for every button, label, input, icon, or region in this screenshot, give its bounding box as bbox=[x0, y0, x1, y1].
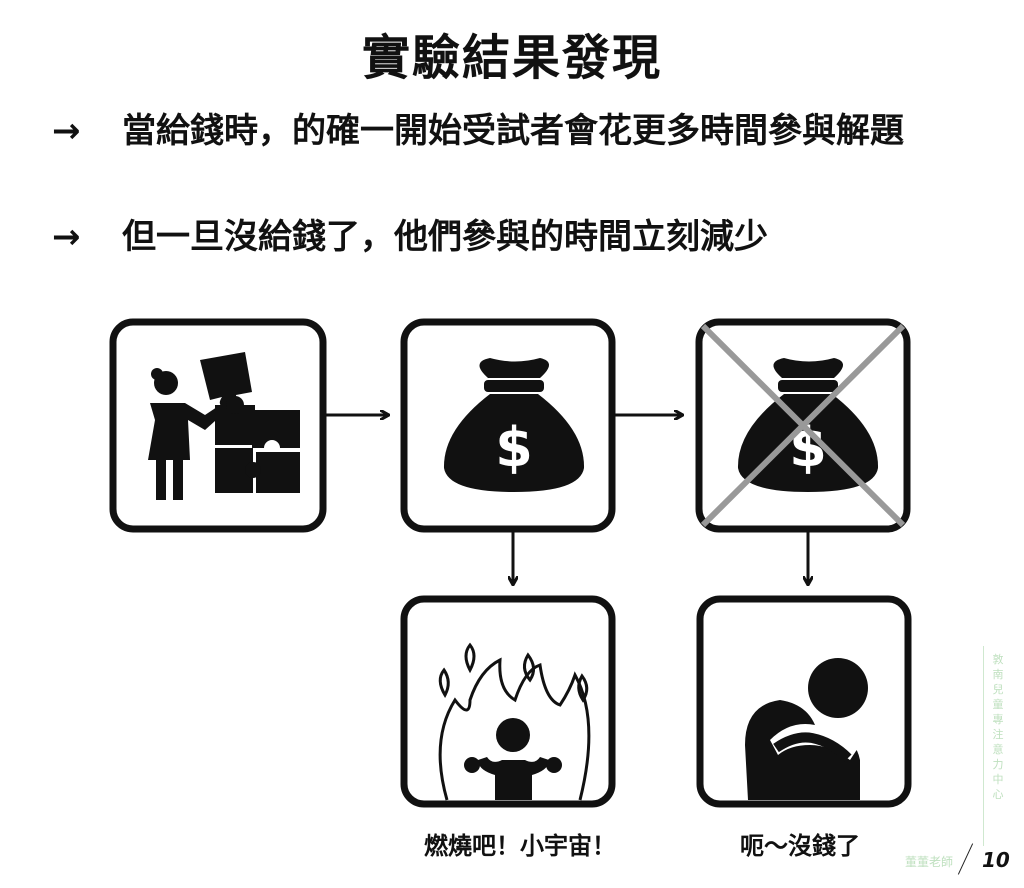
watermark-divider bbox=[983, 646, 984, 846]
slide-title: 實驗結果發現 bbox=[361, 30, 662, 86]
arrow-icon: → bbox=[52, 111, 81, 151]
box-person-on-fire bbox=[400, 595, 616, 808]
bullet-text-1: 當給錢時，的確一開始受試者會花更多時間參與解題 bbox=[122, 111, 904, 151]
arrow-icon: → bbox=[52, 217, 81, 257]
page-number: 10 bbox=[982, 848, 1010, 872]
bullet-text-2: 但一旦沒給錢了，他們參與的時間立刻減少 bbox=[122, 217, 768, 257]
person-on-fire-icon bbox=[438, 642, 591, 801]
money-bag-icon: $ bbox=[443, 358, 585, 492]
person-puzzle-icon bbox=[148, 352, 300, 500]
watermark-vertical: 敦南兒童專注意力中心 bbox=[992, 653, 1004, 801]
box-money-bag-crossed: $ bbox=[695, 318, 911, 533]
caption-demotivated: 呃～沒錢了 bbox=[740, 832, 860, 860]
dollar-sign: $ bbox=[495, 416, 533, 479]
box-sad-person bbox=[696, 595, 912, 808]
watermark-teacher: 董董老師 bbox=[905, 855, 954, 869]
box-money-bag: $ bbox=[400, 318, 616, 533]
caption-motivated: 燃燒吧！小宇宙！ bbox=[424, 832, 616, 860]
money-bag-crossed-icon: $ bbox=[700, 323, 906, 528]
box-person-puzzle bbox=[109, 318, 327, 533]
sad-person-icon bbox=[745, 658, 868, 800]
